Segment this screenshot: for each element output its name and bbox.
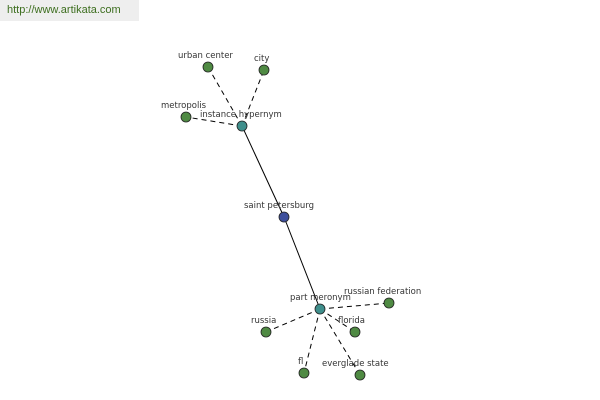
leaf-node-city[interactable]	[258, 64, 270, 76]
edge-instance-hypernym-metropolis	[185, 116, 243, 127]
leaf-label-fl[interactable]: fl	[298, 357, 303, 367]
leaf-node-fl[interactable]	[298, 367, 310, 379]
leaf-node-florida[interactable]	[349, 326, 361, 338]
edge-part-meronym-everglade-state	[319, 308, 361, 376]
relation-label-instance-hypernym[interactable]: instance hypernym	[200, 110, 282, 120]
leaf-label-russia[interactable]: russia	[251, 316, 276, 326]
leaf-label-metropolis[interactable]: metropolis	[161, 101, 207, 111]
center-label-saint-petersburg[interactable]: saint petersburg	[244, 201, 314, 211]
edge-part-meronym-florida	[319, 308, 356, 333]
leaf-label-florida[interactable]: florida	[338, 316, 365, 326]
edge-part-meronym-fl	[303, 308, 321, 374]
leaf-node-russian-federation[interactable]	[383, 297, 395, 309]
leaf-label-urban-center[interactable]: urban center	[178, 51, 233, 61]
leaf-label-russian-federation[interactable]: russian federation	[344, 287, 421, 297]
leaf-node-urban-center[interactable]	[202, 61, 214, 73]
site-url-banner[interactable]: http://www.artikata.com	[0, 0, 139, 21]
edge-instance-hypernym-city	[241, 69, 265, 127]
leaf-node-metropolis[interactable]	[180, 111, 192, 123]
edge-part-meronym-russian-federation	[319, 302, 390, 310]
relation-node-instance-hypernym[interactable]	[236, 120, 248, 132]
edge-saint-petersburg-instance-hypernym	[241, 125, 285, 218]
relation-label-part-meronym[interactable]: part meronym	[290, 293, 351, 303]
center-node-saint-petersburg[interactable]	[278, 211, 290, 223]
relation-node-part-meronym[interactable]	[314, 303, 326, 315]
edge-saint-petersburg-part-meronym	[283, 216, 321, 310]
leaf-node-russia[interactable]	[260, 326, 272, 338]
leaf-label-everglade-state[interactable]: everglade state	[322, 359, 389, 369]
edge-instance-hypernym-urban-center	[207, 66, 243, 127]
leaf-node-everglade-state[interactable]	[354, 369, 366, 381]
edge-part-meronym-russia	[265, 308, 321, 333]
leaf-label-city[interactable]: city	[254, 54, 269, 64]
